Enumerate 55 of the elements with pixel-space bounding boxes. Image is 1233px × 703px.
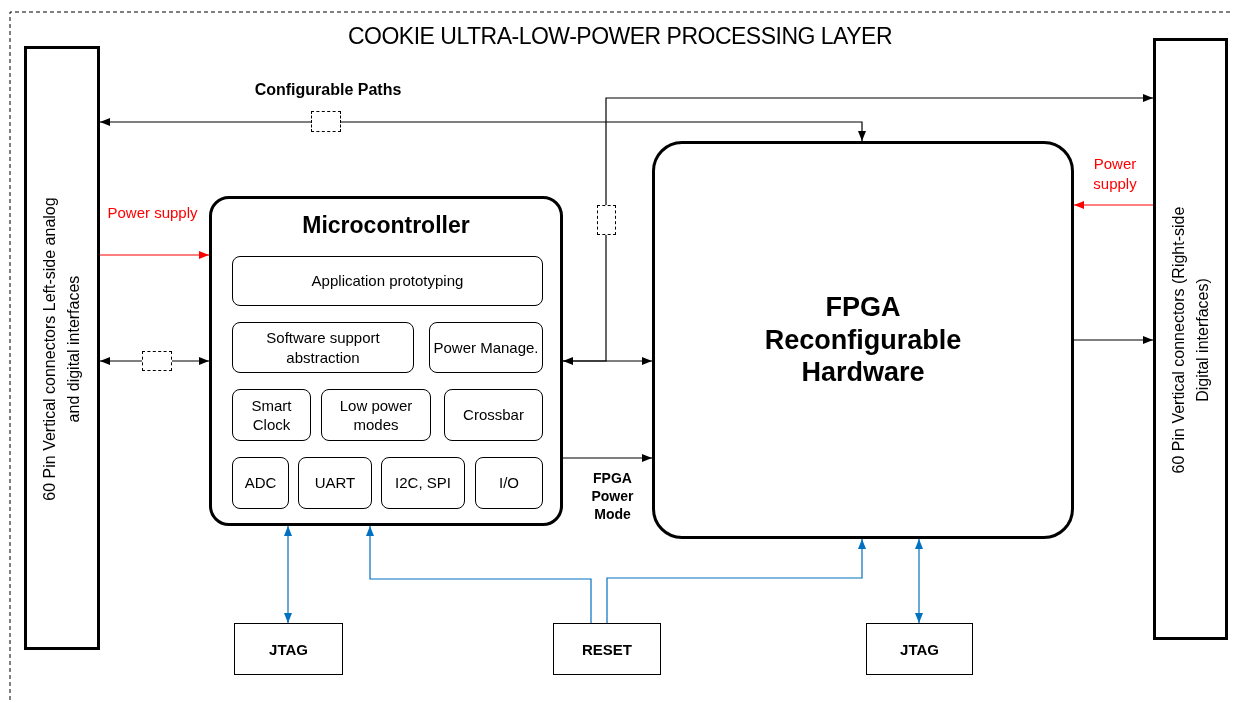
microcontroller-block — [209, 196, 563, 526]
arrow — [606, 538, 866, 624]
switch-box — [311, 111, 341, 132]
module-label: Software support abstraction — [265, 328, 381, 367]
paths-heading: Configurable Paths — [253, 80, 403, 100]
module-box — [232, 389, 311, 441]
arrow — [99, 357, 143, 365]
module-label: Application prototyping — [311, 271, 464, 291]
arrow — [1073, 201, 1154, 209]
module-box — [232, 322, 414, 373]
block-title: Microcontroller — [302, 212, 470, 239]
module-box — [475, 457, 543, 509]
module-label: UART — [314, 473, 356, 493]
connector-label: 60 Pin Vertical connectors (Right-side Digital interfaces) — [1168, 205, 1212, 475]
connector-line — [562, 234, 607, 362]
io-box — [234, 623, 343, 675]
connector-strip — [1153, 38, 1228, 640]
edge-label: Power supply — [1092, 154, 1138, 193]
block-label: RESET — [582, 640, 632, 658]
arrow — [562, 454, 653, 462]
block-label: JTAG — [900, 640, 939, 658]
arrow — [366, 525, 592, 624]
arrow — [284, 525, 292, 624]
module-box — [232, 457, 289, 509]
module-label: Power Manage. — [433, 337, 539, 358]
module-label: ADC — [244, 473, 277, 493]
arrow — [340, 121, 866, 142]
edge-label: FPGA Power Mode — [590, 469, 635, 524]
arrow — [99, 118, 312, 126]
arrow — [99, 251, 210, 259]
fpga-block — [652, 141, 1074, 539]
module-box — [321, 389, 431, 441]
module-label: I2C, SPI — [395, 473, 451, 493]
arrow — [915, 538, 923, 624]
block-label: JTAG — [269, 640, 308, 658]
arrow — [605, 94, 1154, 206]
module-label: Low power modes — [338, 395, 414, 435]
module-label: I/O — [499, 473, 519, 493]
arrow — [171, 357, 210, 365]
module-label: Crossbar — [463, 405, 524, 425]
module-box — [232, 256, 543, 306]
switch-box — [597, 205, 616, 235]
arrow — [1073, 336, 1154, 344]
module-box — [298, 457, 372, 509]
io-box — [553, 623, 661, 675]
connector-strip — [24, 46, 100, 650]
edge-label: Power supply — [106, 203, 199, 223]
module-label: Smart Clock — [250, 395, 293, 435]
switch-box — [142, 351, 172, 371]
module-box — [381, 457, 465, 509]
block-title: FPGA Reconfigurable Hardware — [763, 291, 963, 389]
module-box — [429, 322, 543, 373]
connector-label: 60 Pin Vertical connectors Left-side analog and digital interfaces — [40, 196, 83, 503]
module-box — [444, 389, 543, 441]
io-box — [866, 623, 973, 675]
